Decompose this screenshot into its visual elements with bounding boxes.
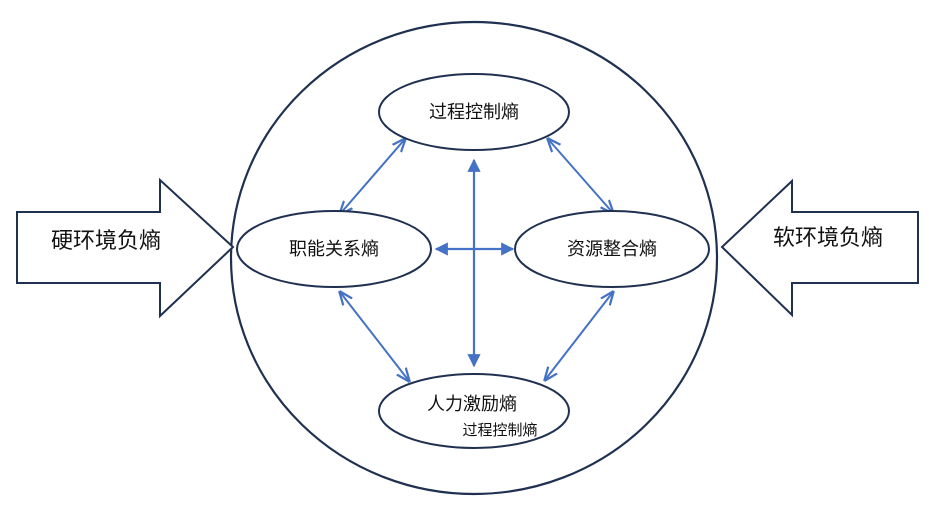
node-top: 过程控制熵: [378, 73, 570, 151]
right-input-arrow: 软环境负熵: [720, 178, 919, 318]
node-top-label: 过程控制熵: [429, 102, 519, 123]
arrow-left-bottom: [340, 292, 409, 381]
arrow-left-top: [340, 139, 405, 214]
right-input-label: 软环境负熵: [773, 226, 883, 251]
arrow-right-bottom: [545, 292, 613, 380]
left-input-label: 硬环境负熵: [51, 229, 161, 254]
system-boundary-circle: [229, 20, 719, 496]
arrow-top-right: [548, 139, 613, 213]
node-right-label: 资源整合熵: [567, 239, 657, 260]
left-input-arrow: 硬环境负熵: [16, 177, 235, 319]
node-left-label: 职能关系熵: [289, 239, 379, 260]
node-left: 职能关系熵: [236, 210, 432, 288]
node-right: 资源整合熵: [514, 210, 710, 288]
node-bottom: 人力激励熵 过程控制熵: [378, 373, 570, 449]
node-bottom-label: 人力激励熵: [427, 394, 517, 415]
node-bottom-overlay-label: 过程控制熵: [462, 421, 537, 439]
